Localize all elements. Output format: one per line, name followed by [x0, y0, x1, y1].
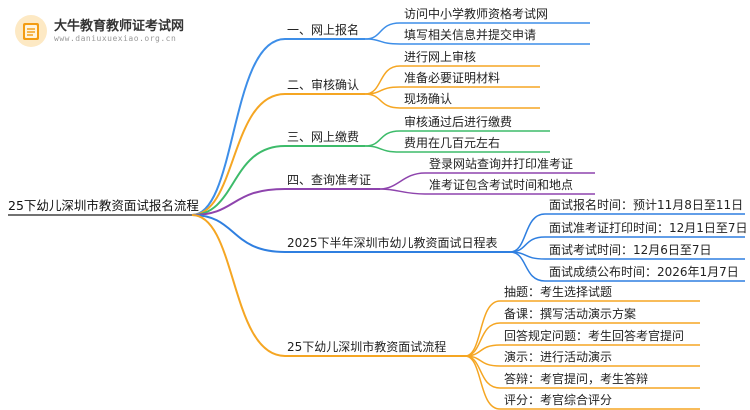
leaf-connector: [509, 236, 546, 253]
brand-logo: [14, 14, 48, 48]
leaf-label: 费用在几百元左右: [404, 135, 500, 150]
leaf-label: 登录网站查询并打印准考证: [429, 156, 573, 171]
leaf-connector: [509, 213, 546, 253]
leaf-label: 准备必要证明材料: [404, 71, 500, 85]
leaf-label: 答辩：考官提问，考生答辩: [504, 371, 648, 386]
book-icon: [15, 15, 47, 47]
leaf-label: 抽题：考生选择试题: [504, 284, 612, 299]
branch-connector: [191, 38, 286, 216]
branch-label: 一、网上报名: [287, 22, 359, 37]
branch-connector: [191, 145, 286, 216]
leaf-label: 准考证包含考试时间和地点: [429, 177, 573, 192]
leaf-connector: [464, 355, 501, 410]
branch-connector: [191, 214, 286, 357]
branch-label: 四、查询准考证: [287, 173, 371, 187]
branch-label: 25下幼儿深圳市教资面试流程: [287, 339, 446, 354]
leaf-connector: [464, 300, 501, 357]
leaf-label: 演示：进行活动演示: [504, 349, 612, 364]
leaf-label: 回答规定问题：考生回答考官提问: [504, 328, 684, 343]
branch-label: 三、网上缴费: [287, 129, 359, 144]
leaf-label: 现场确认: [404, 92, 452, 106]
leaf-label: 面试报名时间：预计11月8日至11日: [549, 197, 743, 212]
brand-name: 大牛教育教师证考试网: [54, 19, 185, 34]
root-node: 25下幼儿深圳市教资面试报名流程: [8, 198, 199, 213]
leaf-connector: [379, 188, 426, 195]
leaf-connector: [364, 130, 401, 147]
leaf-label: 面试准考证打印时间：12月1日至7日: [549, 220, 748, 235]
leaf-label: 面试成绩公布时间：2026年1月7日: [549, 264, 739, 279]
leaf-label: 填写相关信息并提交申请: [404, 27, 536, 42]
leaf-connector: [364, 93, 401, 109]
leaf-connector: [364, 145, 401, 153]
leaf-label: 审核通过后进行缴费: [404, 114, 512, 129]
leaf-connector: [364, 22, 401, 40]
leaf-label: 面试考试时间：12月6日至7日: [549, 242, 712, 257]
leaf-connector: [364, 86, 401, 95]
brand-url: www.daniuxuexiao.org.cn: [54, 34, 177, 43]
branch-label: 二、审核确认: [287, 77, 359, 92]
leaf-connector: [464, 355, 501, 389]
branch-connector: [191, 188, 286, 216]
leaf-connector: [379, 172, 426, 190]
branch-label: 2025下半年深圳市幼儿教资面试日程表: [287, 235, 498, 250]
leaf-label: 访问中小学教师资格考试网: [404, 6, 548, 21]
leaf-connector: [509, 251, 546, 282]
leaf-label: 备课：撰写活动演示方案: [504, 306, 636, 321]
branch-connector: [191, 93, 286, 216]
branch-connector: [191, 214, 286, 253]
leaf-connector: [364, 38, 401, 45]
leaf-connector: [464, 322, 501, 357]
leaf-label: 评分：考官综合评分: [504, 392, 612, 407]
leaf-label: 进行网上审核: [404, 49, 476, 64]
